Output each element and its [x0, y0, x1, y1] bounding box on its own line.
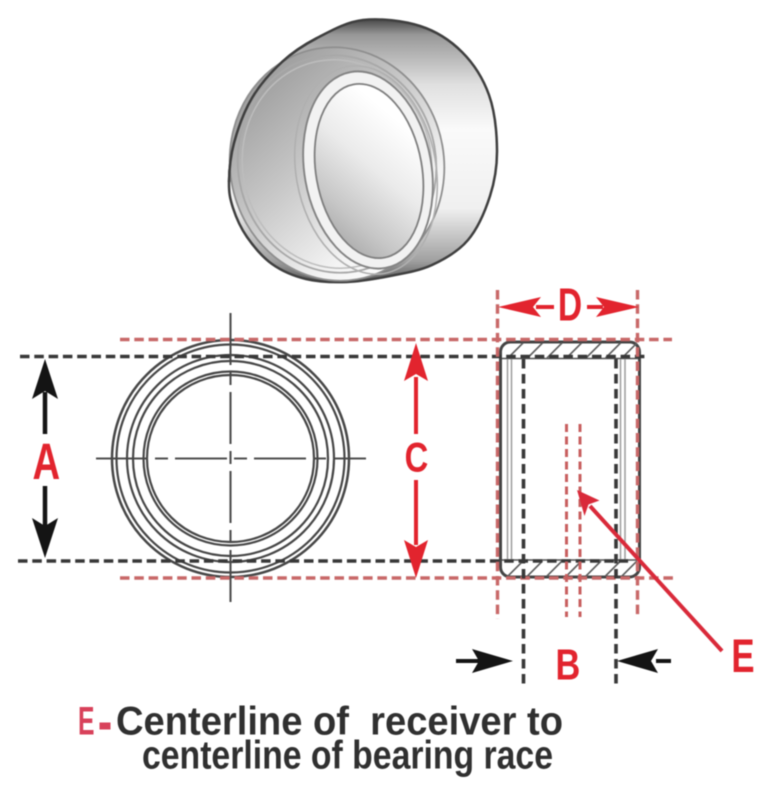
- svg-text:D: D: [558, 279, 582, 330]
- svg-text:A: A: [32, 433, 60, 491]
- svg-text:E: E: [78, 700, 95, 744]
- svg-text:Centerline of receiver to: Centerline of receiver to: [116, 700, 563, 744]
- svg-text:E: E: [731, 630, 754, 682]
- svg-text:B: B: [556, 640, 581, 689]
- svg-text:C: C: [405, 434, 429, 481]
- svg-text:centerline of bearing race: centerline of bearing race: [142, 734, 553, 778]
